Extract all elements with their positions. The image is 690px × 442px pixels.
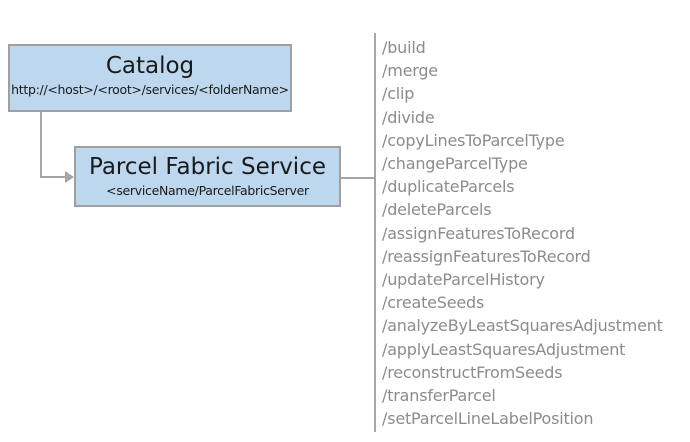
endpoint-item: /reassignFeaturesToRecord [382,246,591,266]
endpoint-item: /divide [382,107,435,127]
catalog-node: Catalog http://<host>/<root>/services/<f… [8,44,292,112]
endpoint-item: /reconstructFromSeeds [382,362,563,382]
endpoint-item: /changeParcelType [382,154,528,174]
connector-catalog-vertical-line [40,112,42,178]
parcel-fabric-service-node: Parcel Fabric Service <serviceName/Parce… [74,146,341,207]
arrowhead-right-icon [65,171,74,183]
endpoint-item: /clip [382,84,415,104]
service-title: Parcel Fabric Service [89,154,326,180]
connector-service-horizontal-line [341,177,374,179]
endpoint-item: /deleteParcels [382,200,492,220]
endpoint-item: /createSeeds [382,293,485,313]
connector-catalog-horizontal-line [40,176,67,178]
endpoint-item: /setParcelLineLabelPosition [382,409,594,429]
endpoint-item: /applyLeastSquaresAdjustment [382,339,626,359]
endpoint-item: /copyLinesToParcelType [382,130,565,150]
service-url-pattern: <serviceName/ParcelFabricServer [106,183,309,198]
endpoint-item: /merge [382,61,438,81]
endpoint-item: /analyzeByLeastSquaresAdjustment [382,316,663,336]
endpoint-item: /build [382,38,426,57]
endpoint-item: /transferParcel [382,386,496,406]
endpoint-list-divider-line [374,33,376,432]
endpoint-item: /assignFeaturesToRecord [382,223,575,243]
endpoint-item: /updateParcelHistory [382,270,545,290]
catalog-url-pattern: http://<host>/<root>/services/<folderNam… [11,82,289,97]
endpoint-list: /build/merge/clip/divide/copyLinesToParc… [382,36,682,430]
catalog-title: Catalog [105,53,195,79]
endpoint-item: /duplicateParcels [382,177,515,197]
